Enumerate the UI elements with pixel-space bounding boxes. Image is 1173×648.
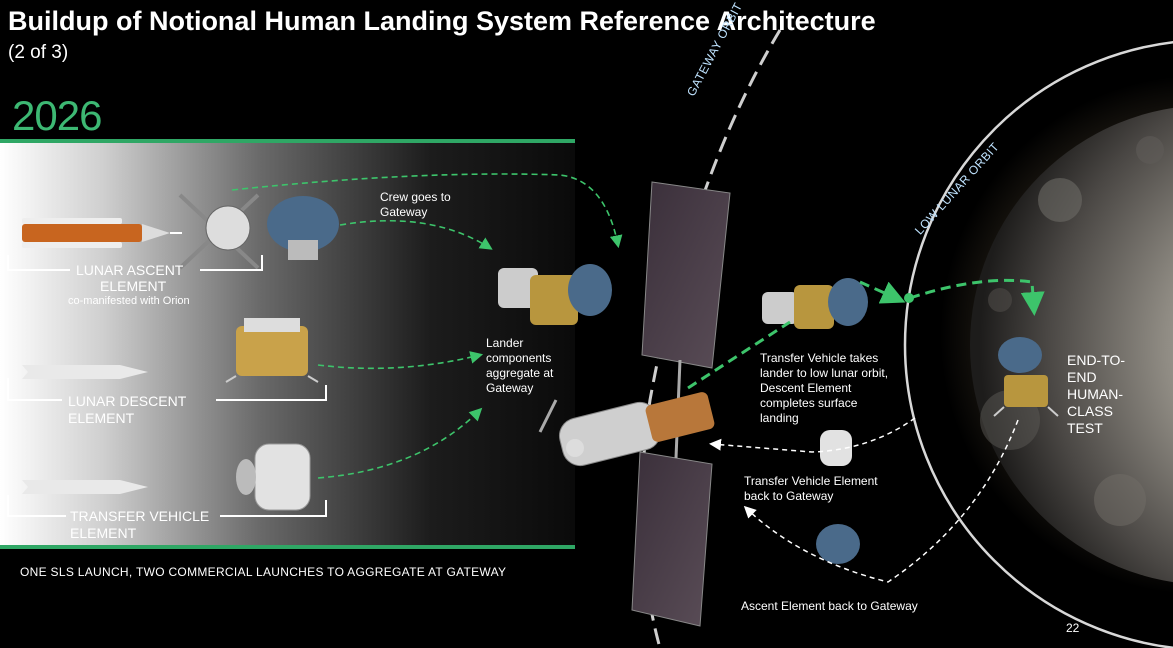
gateway-solar-array (631, 181, 731, 627)
test-line-1: END-TO- (1067, 352, 1126, 368)
ascent-element-model (267, 196, 339, 260)
ascent-label-line1: LUNAR ASCENT (76, 262, 184, 278)
crew-annotation: Crew goes to Gateway (380, 190, 451, 220)
crew-line-1: Crew goes to (380, 190, 451, 204)
lander-annotation: Lander components aggregate at Gateway (486, 336, 553, 396)
white-return-arrows (709, 417, 1019, 583)
ascent-note: co-manifested with Orion (68, 295, 190, 307)
transfer-takes-line-3: Descent Element (760, 381, 852, 395)
ascent-label-line2: ELEMENT (100, 278, 167, 294)
test-line-2: END (1067, 369, 1097, 385)
orion-capsule (178, 193, 260, 270)
page-number: 22 (1066, 621, 1080, 635)
transfer-back-annotation: Transfer Vehicle Element back to Gateway (744, 474, 878, 504)
bottom-green-rule (0, 545, 575, 549)
test-line-4: CLASS (1067, 403, 1113, 419)
low-lunar-orbit-ring (903, 41, 1173, 648)
crew-line-2: Gateway (380, 205, 428, 219)
transfer-label-line1: TRANSFER VEHICLE (70, 508, 210, 524)
transfer-takes-annotation: Transfer Vehicle takes lander to low lun… (760, 351, 888, 426)
gateway-station (538, 392, 715, 467)
llo-lander-model (762, 278, 868, 329)
sls-rocket (22, 218, 182, 248)
transfer-takes-line-4: completes surface (760, 396, 858, 410)
ascent-back-annotation: Ascent Element back to Gateway (741, 599, 918, 613)
aggregated-lander-model (498, 264, 612, 325)
descent-element-model (225, 318, 319, 383)
llo-rendezvous-dot (904, 293, 914, 303)
year-label: 2026 (12, 92, 102, 139)
transfer-back-line-2: back to Gateway (744, 489, 834, 503)
launch-summary: ONE SLS LAUNCH, TWO COMMERCIAL LAUNCHES … (20, 565, 507, 579)
descent-label-line2: ELEMENT (68, 410, 135, 426)
top-green-rule (0, 139, 575, 143)
llo-transfer-arrows (687, 278, 1045, 390)
test-line-3: HUMAN- (1067, 386, 1123, 402)
end-to-end-test-label: END-TO- END HUMAN- CLASS TEST (1067, 352, 1125, 437)
launch-brackets (7, 255, 327, 517)
transfer-takes-line-2: lander to low lunar orbit, (760, 366, 889, 380)
lander-line-3: aggregate at (486, 366, 554, 380)
transfer-rocket-silhouette (22, 480, 148, 494)
transfer-vehicle-model (236, 443, 311, 511)
returning-transfer-vehicle (820, 430, 852, 466)
lander-line-1: Lander (486, 336, 524, 350)
lander-line-4: Gateway (486, 381, 534, 395)
transfer-takes-line-5: landing (760, 411, 799, 425)
returning-ascent-element (816, 524, 860, 564)
descent-rocket-silhouette (22, 365, 148, 379)
surface-lander-model (993, 337, 1059, 417)
test-line-5: TEST (1067, 420, 1103, 436)
transfer-takes-line-1: Transfer Vehicle takes (760, 351, 879, 365)
transfer-label-line2: ELEMENT (70, 525, 137, 541)
green-flow-arrows (231, 173, 623, 479)
moon (940, 76, 1173, 594)
descent-label-line1: LUNAR DESCENT (68, 393, 187, 409)
page-subtitle: (2 of 3) (8, 42, 69, 63)
transfer-back-line-1: Transfer Vehicle Element (744, 474, 878, 488)
page-title: Buildup of Notional Human Landing System… (8, 6, 876, 36)
lander-line-2: components (486, 351, 552, 365)
